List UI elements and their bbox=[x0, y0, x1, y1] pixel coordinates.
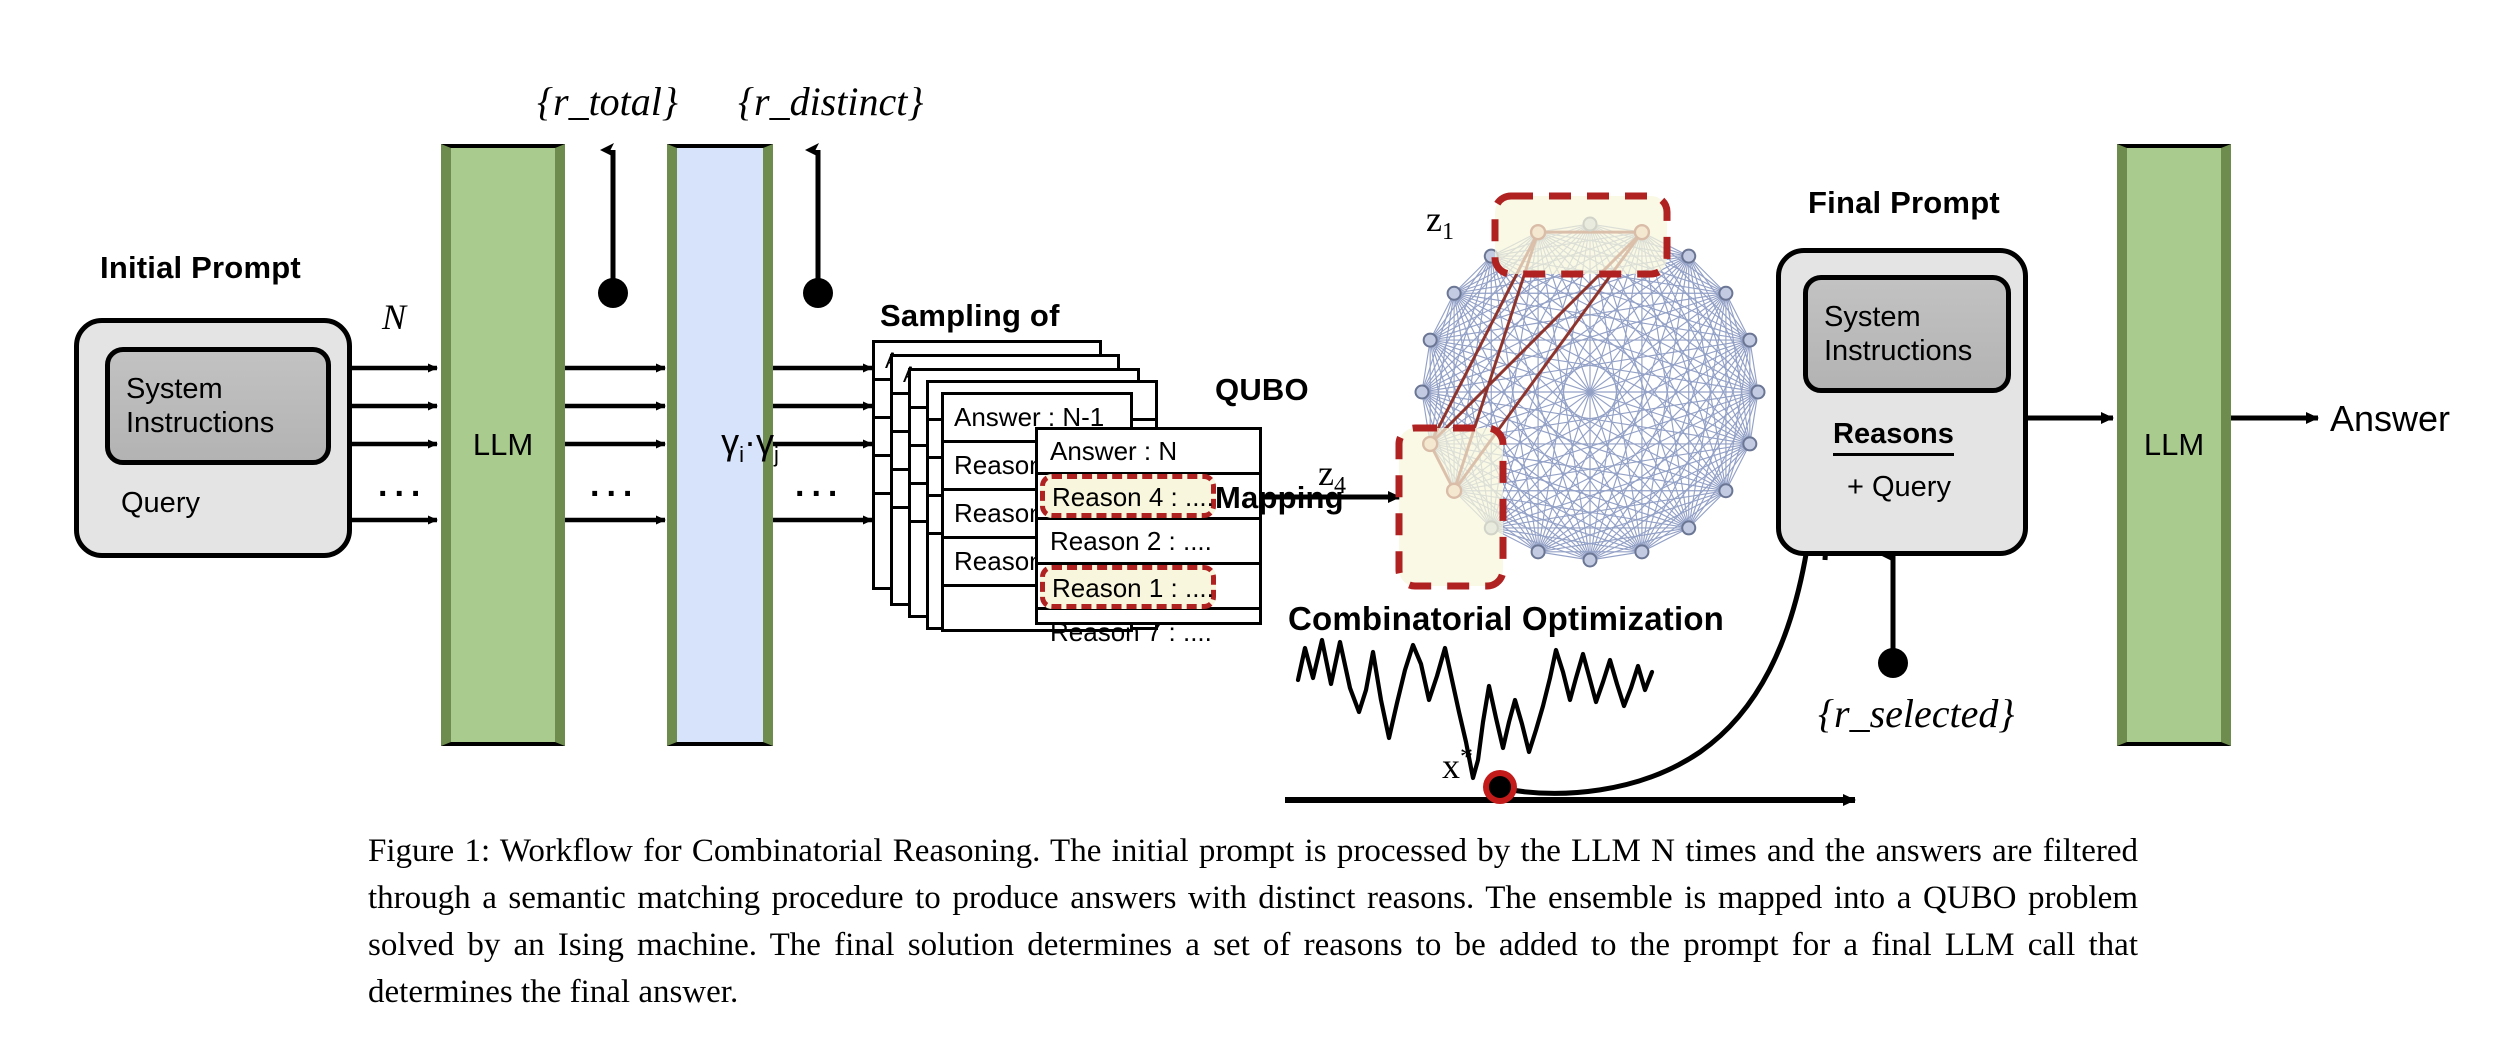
qubo-title: QUBO Mapping bbox=[1215, 300, 1344, 588]
qubo-title-line-1: QUBO bbox=[1215, 371, 1309, 407]
optimization-title: Combinatorial Optimization bbox=[1288, 600, 1725, 637]
system-line-2: Instructions bbox=[126, 407, 275, 439]
arrows-prompt-to-llm bbox=[352, 363, 438, 525]
final-prompt-query-label: + Query bbox=[1847, 471, 1951, 503]
arrows-similarity-to-cards bbox=[770, 363, 873, 525]
reason-highlight-row-3 bbox=[1040, 565, 1216, 609]
final-prompt-box: System Instructions Reasons + Query bbox=[1776, 248, 2028, 556]
figure-caption: Figure 1: Workflow for Combinatorial Rea… bbox=[368, 828, 2138, 1015]
initial-prompt-system-instructions: System Instructions bbox=[105, 347, 331, 465]
r-selected-label: {r_selected} bbox=[1818, 691, 2015, 736]
caption-label: Figure 1: bbox=[368, 833, 491, 869]
final-llm-block: LLM bbox=[2117, 144, 2231, 746]
fanout-count-label: N bbox=[382, 297, 407, 337]
llm-stage-label: LLM bbox=[472, 427, 534, 462]
r-total-label: {r_total} bbox=[537, 79, 678, 124]
system-line-2: Instructions bbox=[1824, 335, 1973, 367]
arrow-r-selected bbox=[1878, 548, 1908, 678]
arrow-r-total bbox=[598, 143, 628, 308]
reason-highlight-row-1 bbox=[1040, 474, 1216, 518]
final-llm-label: LLM bbox=[2143, 427, 2205, 462]
final-answer-label: Answer bbox=[2330, 398, 2451, 439]
optimum-label: x* bbox=[1442, 742, 1473, 786]
reason-row-4: Reason 7 : .... bbox=[1050, 617, 1212, 647]
initial-prompt-query: Query bbox=[121, 487, 200, 519]
system-line-1: System bbox=[126, 372, 223, 405]
initial-prompt-box: System Instructions Query bbox=[74, 318, 352, 558]
llm-output-ellipsis: ... bbox=[590, 466, 640, 504]
final-prompt-system-instructions: System Instructions bbox=[1803, 275, 2011, 393]
sampling-title-line-1: Sampling of bbox=[880, 297, 1060, 333]
similarity-stage-block: γi·γj bbox=[667, 144, 779, 746]
graph-highlight-z1 bbox=[1491, 192, 1671, 278]
llm-stage-block: LLM bbox=[441, 144, 565, 746]
qubo-node-label-z1: z1 bbox=[1426, 199, 1454, 246]
reason-row-2: Reason 2 : .... bbox=[1038, 520, 1259, 565]
r-distinct-label: {r_distinct} bbox=[738, 79, 924, 124]
graph-highlight-z4 bbox=[1395, 424, 1507, 590]
initial-prompt-ellipsis: ... bbox=[378, 466, 428, 504]
final-prompt-title: Final Prompt bbox=[1808, 185, 2000, 220]
final-prompt-reasons-label: Reasons bbox=[1833, 418, 1954, 456]
qubo-node-label-z4: z4 bbox=[1318, 453, 1346, 500]
similarity-stage-label: γi·γj bbox=[721, 421, 779, 468]
caption-text: Workflow for Combinatorial Reasoning. Th… bbox=[368, 833, 2139, 1010]
answer-card-header: Answer : N bbox=[1038, 430, 1259, 475]
qubo-title-line-2: Mapping bbox=[1215, 479, 1344, 515]
arrow-r-distinct bbox=[803, 143, 833, 308]
arrows-llm-to-similarity bbox=[565, 363, 666, 525]
reason-highlight-label-1: Reason 4 : .... bbox=[1052, 482, 1214, 512]
initial-prompt-title: Initial Prompt bbox=[100, 250, 301, 285]
reason-highlight-label-3: Reason 1 : .... bbox=[1052, 573, 1214, 603]
similarity-output-ellipsis: ... bbox=[795, 466, 845, 504]
system-line-1: System bbox=[1824, 300, 1921, 333]
